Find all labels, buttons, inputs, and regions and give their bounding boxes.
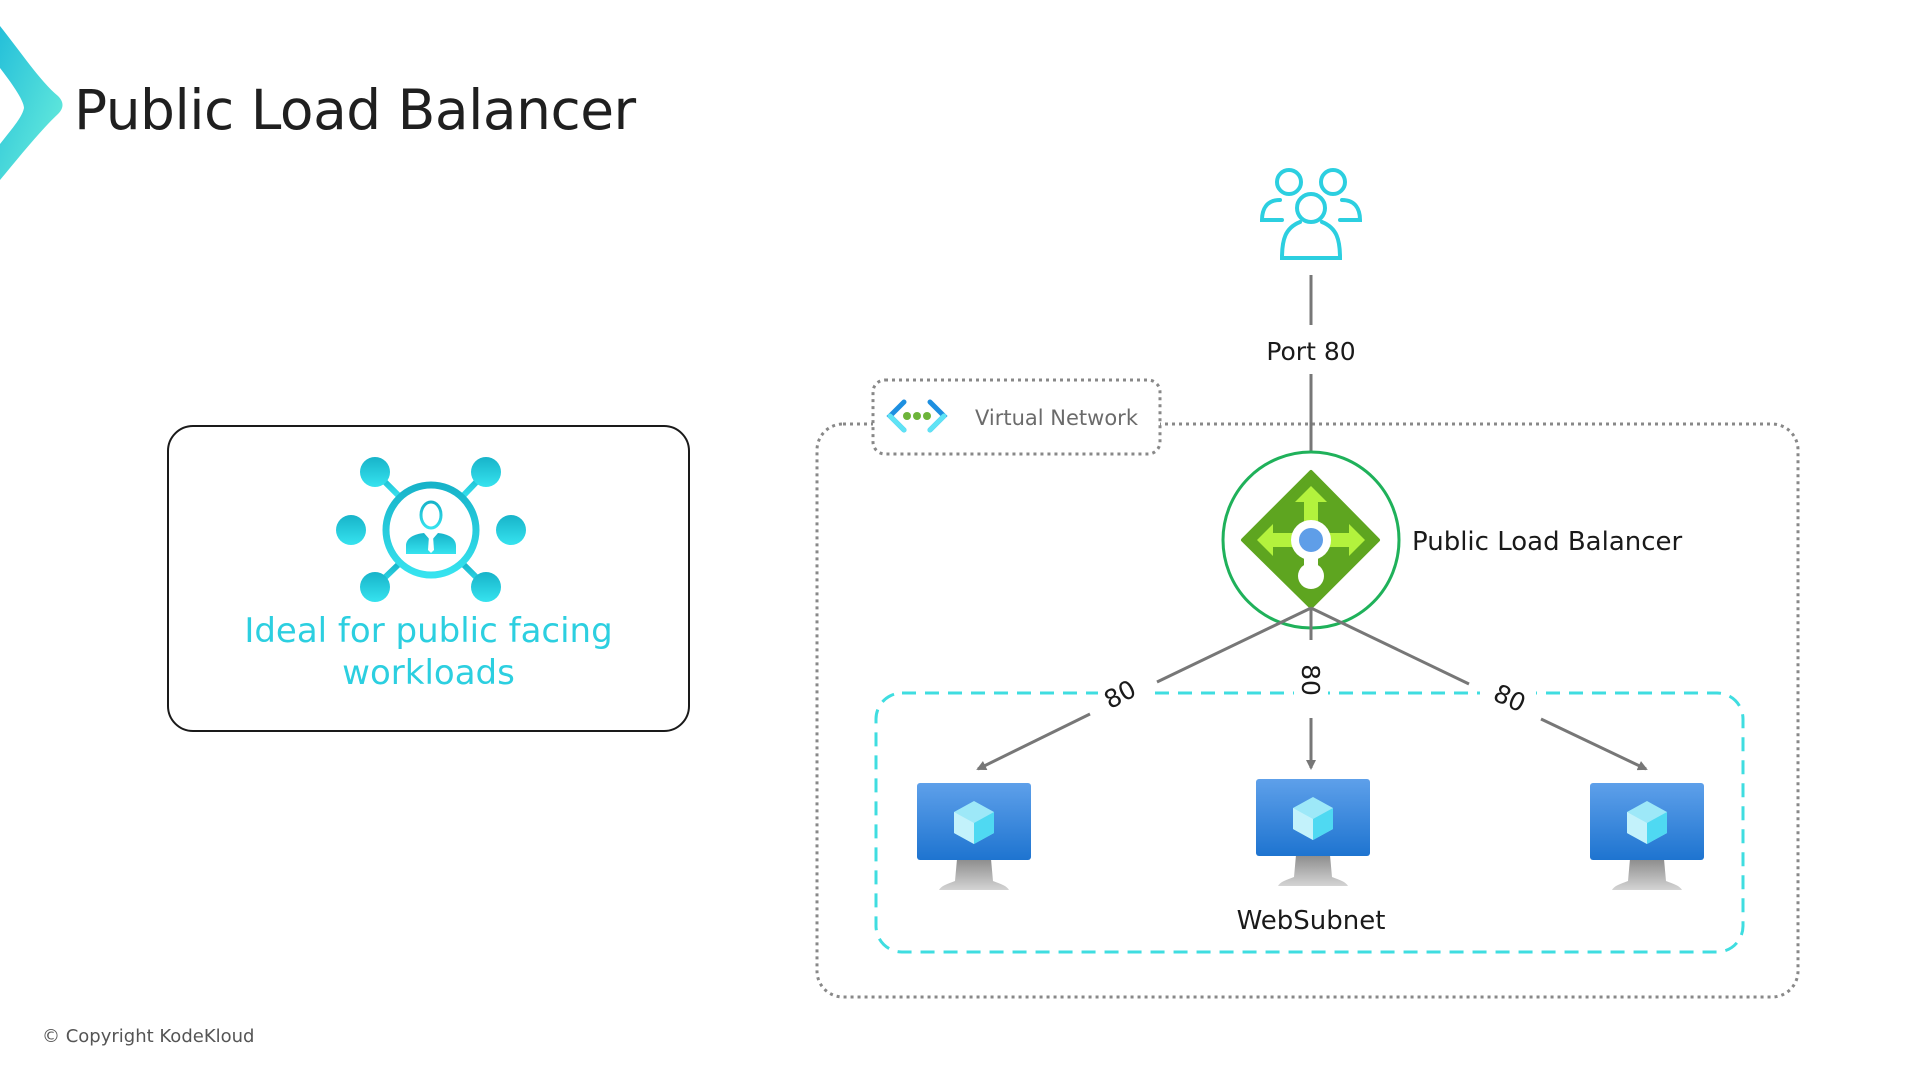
virtual-network-icon (886, 399, 948, 433)
lb-to-vm3-arrow (1540, 717, 1648, 771)
virtual-network-label: Virtual Network (975, 406, 1139, 430)
virtual-machine-icon (1256, 779, 1370, 886)
lb-to-vm3-line-upper (1310, 606, 1470, 686)
virtual-machine-icon (917, 783, 1031, 890)
feature-card-text: Ideal for public facing workloads (244, 611, 613, 693)
network-user-icon (336, 457, 526, 602)
virtual-network-label-box (871, 378, 1162, 456)
slide-title: Public Load Balancer (74, 78, 636, 142)
virtual-network-boundary (815, 422, 1800, 999)
users-icon (1259, 168, 1363, 260)
lb-to-vm1-line-upper (1156, 606, 1312, 684)
lb-to-vm1-arrow (976, 712, 1091, 771)
load-balancer-label: Public Load Balancer (1412, 527, 1683, 557)
inbound-port-label: Port 80 (1266, 337, 1355, 366)
load-balancer-icon (1241, 470, 1380, 609)
copyright-notice: © Copyright KodeKloud (42, 1026, 255, 1047)
brand-chevron-icon (0, 26, 63, 180)
subnet-label: WebSubnet (1237, 906, 1386, 936)
feature-card (167, 425, 690, 732)
virtual-machine-icon (1590, 783, 1704, 890)
backend-port-label-2: 80 (1296, 664, 1325, 696)
